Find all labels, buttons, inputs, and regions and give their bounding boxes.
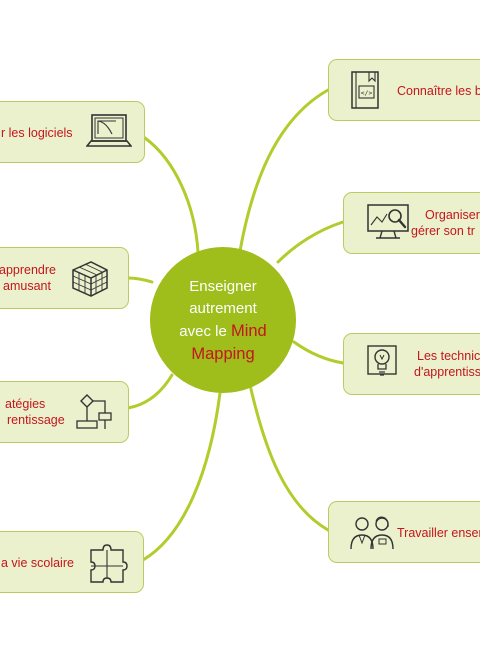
lightbulb-icon <box>367 345 397 376</box>
branch-label-vie-scolaire: a vie scolaire <box>1 556 74 570</box>
branch-line-organiser <box>276 220 345 264</box>
branch-node-apprendre[interactable]: apprendre amusant <box>0 247 129 309</box>
central-node[interactable]: Enseigner autrement avec le Mind Mapping <box>150 247 296 393</box>
center-line-2: autrement <box>189 299 257 317</box>
branch-label-techniques-line1: Les technic <box>417 349 480 363</box>
branch-label-organiser-line1: Organiser <box>425 208 480 222</box>
branch-node-travailler[interactable]: Travailler ensen <box>328 501 480 563</box>
center-line-3-plain: avec le <box>179 322 227 340</box>
center-highlight-mind: Mind <box>230 321 267 340</box>
branch-label-organiser: Organiser gérer son tr <box>411 207 480 239</box>
branch-line-strategies <box>126 373 174 410</box>
center-highlight-mapping: Mapping <box>191 344 255 363</box>
branch-label-strategies: atégies rentissage <box>5 396 65 428</box>
branch-label-strategies-line1: atégies <box>5 397 46 411</box>
branch-label-apprendre: apprendre amusant <box>0 262 56 294</box>
center-line-1: Enseigner <box>189 277 257 295</box>
svg-text:</>: </> <box>361 89 373 97</box>
branch-label-organiser-line2: gérer son tr <box>411 224 475 238</box>
branch-node-vie-scolaire[interactable]: a vie scolaire <box>0 531 144 593</box>
branch-line-logiciels <box>143 136 200 254</box>
branch-line-apprendre <box>126 276 154 284</box>
branch-node-connaitre[interactable]: </> Connaître les b <box>328 59 480 121</box>
branch-node-strategies[interactable]: atégies rentissage <box>0 381 129 443</box>
branch-line-travailler <box>248 383 330 532</box>
branch-node-techniques[interactable]: Les technic d'apprentiss <box>343 333 480 395</box>
center-line-3: avec le Mind <box>179 320 266 343</box>
monitor-search-icon <box>367 204 409 239</box>
branch-label-apprendre-line1: apprendre <box>0 263 56 277</box>
people-icon <box>350 516 394 550</box>
branch-node-organiser[interactable]: Organiser gérer son tr <box>343 192 480 254</box>
branch-label-connaitre: Connaître les b <box>397 84 480 98</box>
branch-label-apprendre-line2: amusant <box>3 279 51 293</box>
branch-label-logiciels: r les logiciels <box>1 126 73 140</box>
branch-label-techniques-line2: d'apprentiss <box>414 365 480 379</box>
branch-line-connaitre <box>238 88 330 253</box>
branch-line-techniques <box>292 340 345 365</box>
branch-label-travailler: Travailler ensen <box>397 526 480 540</box>
puzzle-icon <box>90 544 128 583</box>
cube-icon <box>72 261 108 297</box>
code-book-icon: </> <box>351 71 379 109</box>
branch-label-techniques: Les technic d'apprentiss <box>414 348 480 380</box>
laptop-icon <box>86 114 132 147</box>
branch-node-logiciels[interactable]: r les logiciels <box>0 101 145 163</box>
branch-line-vie-scolaire <box>141 391 222 562</box>
flowchart-icon <box>76 394 112 429</box>
branch-label-strategies-line2: rentissage <box>7 413 65 427</box>
